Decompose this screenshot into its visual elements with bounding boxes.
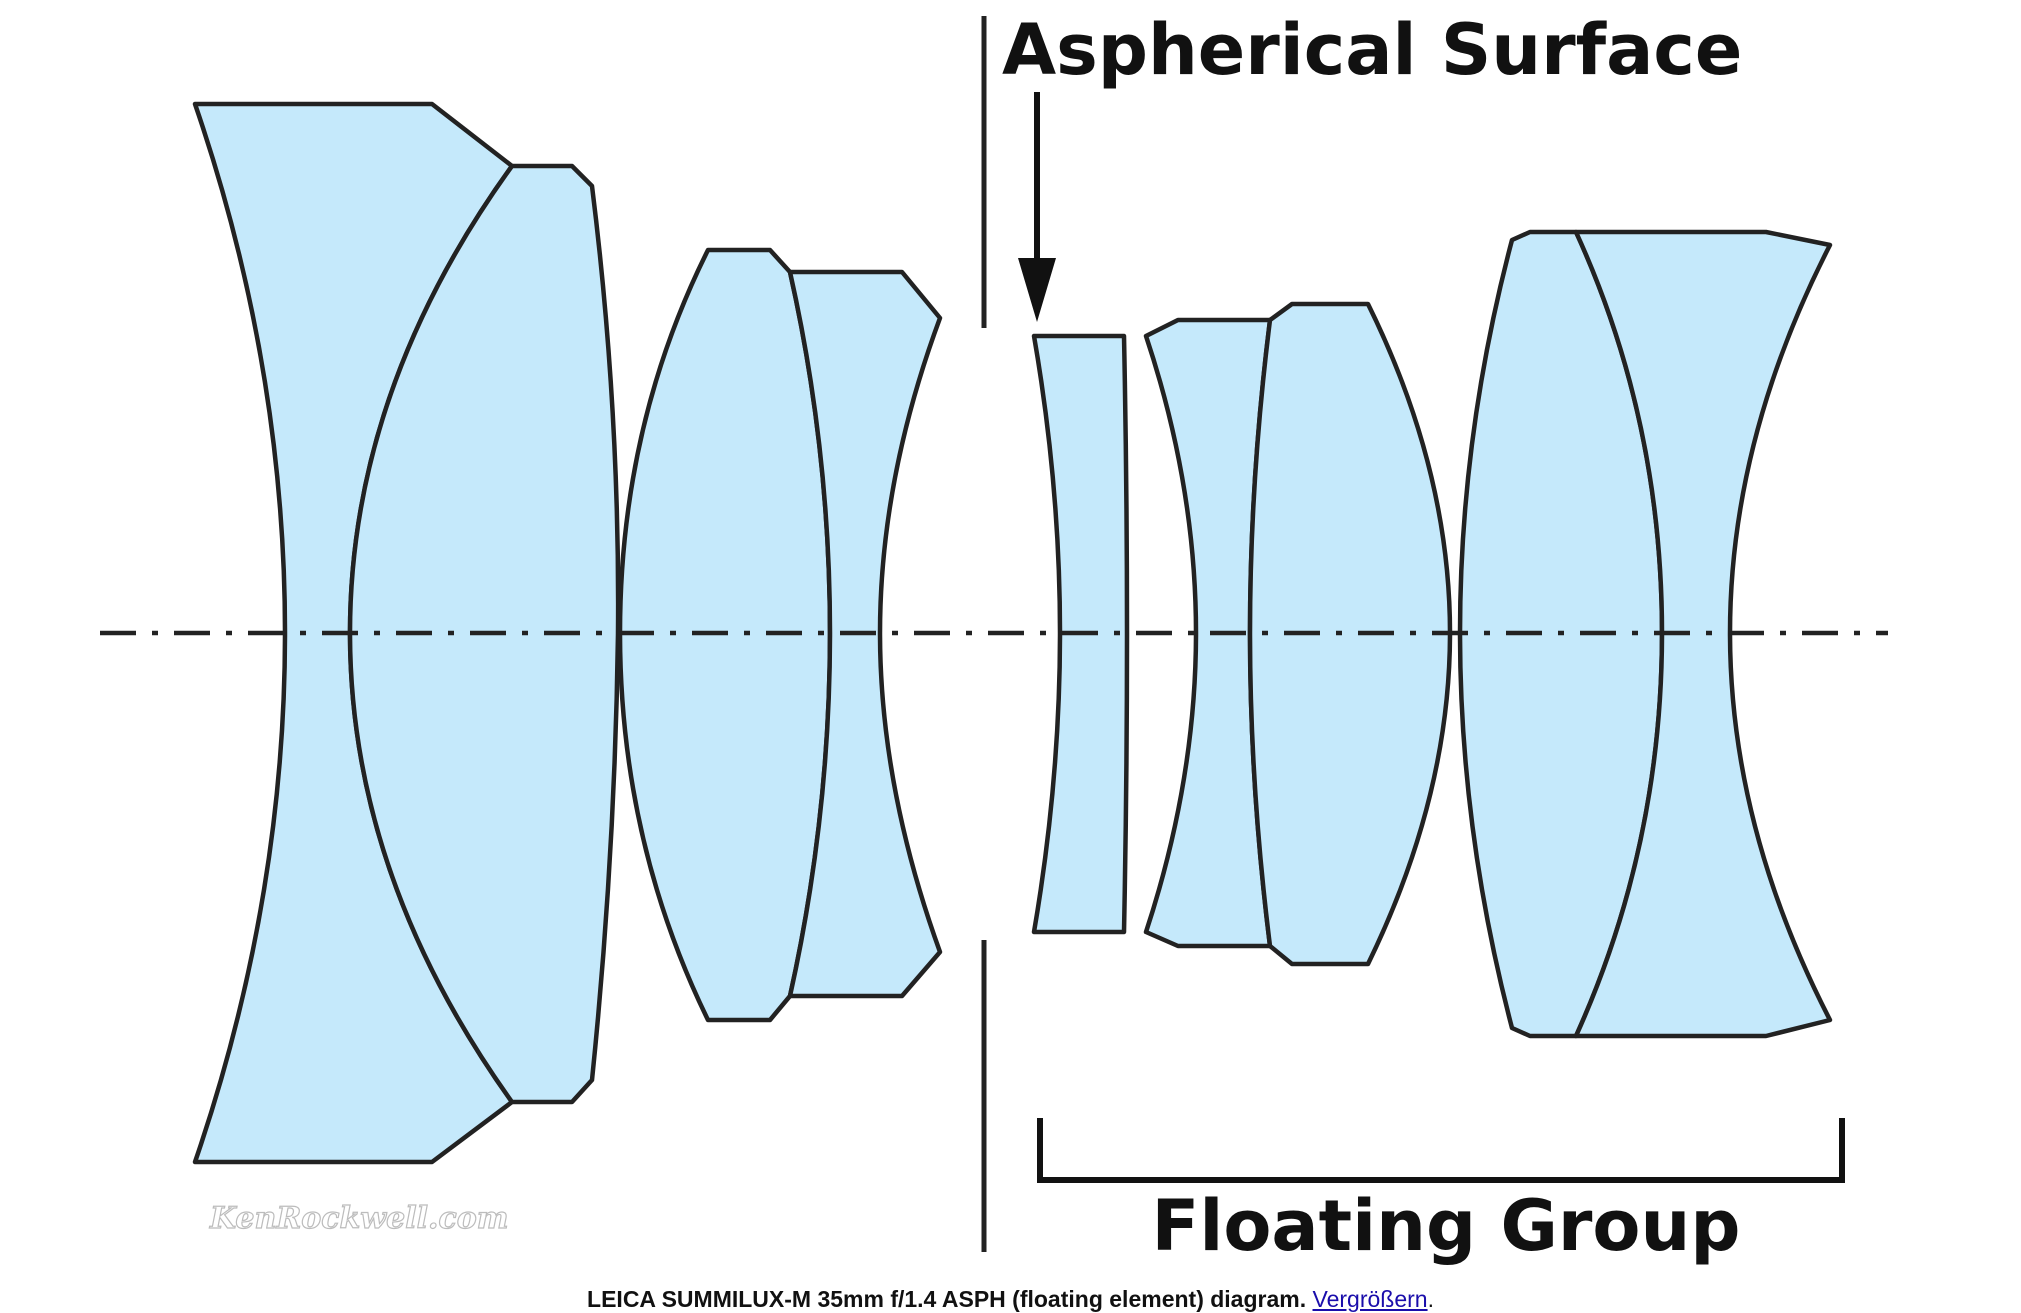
floating-group-bracket (1037, 1118, 1845, 1183)
caption-text: LEICA SUMMILUX-M 35mm f/1.4 ASPH (floati… (587, 1286, 1307, 1312)
lens-element-7 (1247, 301, 1453, 967)
aspherical-arrow-head (1018, 258, 1056, 322)
lens-element-9 (1573, 229, 1833, 1039)
floating-group-label: Floating Group (1152, 1185, 1741, 1267)
figure-caption: LEICA SUMMILUX-M 35mm f/1.4 ASPH (floati… (0, 1286, 2021, 1313)
caption-period: . (1427, 1286, 1434, 1312)
enlarge-link[interactable]: Vergrößern (1312, 1286, 1428, 1312)
aspherical-surface-label: Aspherical Surface (1002, 9, 1742, 91)
watermark-logo: KenRockwell.com (209, 1201, 508, 1236)
